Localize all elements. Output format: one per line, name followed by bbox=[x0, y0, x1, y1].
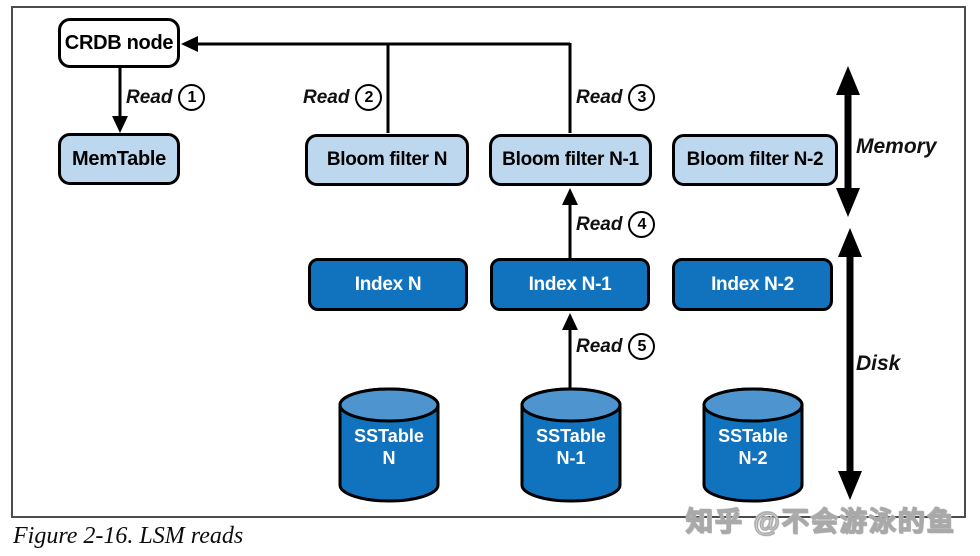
read-1-arrow bbox=[112, 68, 128, 133]
sstable-n1-cylinder: SSTable N-1 bbox=[519, 386, 623, 504]
memtable-box: MemTable bbox=[58, 133, 180, 185]
bloom-filter-n2-box: Bloom filter N-2 bbox=[672, 134, 838, 186]
bloom-filter-n-label: Bloom filter N bbox=[326, 149, 448, 170]
memtable-label: MemTable bbox=[72, 147, 166, 170]
sstable-word: SSTable bbox=[354, 426, 424, 446]
memory-range-arrow bbox=[836, 66, 860, 217]
read-4-label: Read 4 bbox=[576, 211, 656, 238]
index-n2-label: Index N-2 bbox=[711, 273, 794, 295]
sstable-n-label: SSTable N bbox=[337, 426, 441, 469]
sstable-n2-cylinder: SSTable N-2 bbox=[701, 386, 805, 504]
read-2-label: Read 2 bbox=[303, 84, 383, 111]
sstable-n1-label: SSTable N-1 bbox=[519, 426, 623, 469]
read-word: Read bbox=[576, 213, 623, 235]
bloom-filter-n-box: Bloom filter N bbox=[305, 134, 469, 186]
read-3-label: Read 3 bbox=[576, 84, 656, 111]
crdb-node-box: CRDB node bbox=[58, 18, 180, 68]
read-5-step-number: 5 bbox=[628, 333, 656, 360]
bloom-filter-n1-box: Bloom filter N-1 bbox=[489, 134, 652, 186]
index-n-box: Index N bbox=[308, 258, 468, 311]
read-5-arrow bbox=[562, 313, 578, 388]
sstable-number: N-2 bbox=[738, 447, 768, 468]
sstable-number: N bbox=[382, 447, 396, 468]
read-4-arrow bbox=[562, 188, 578, 258]
sstable-word: SSTable bbox=[536, 426, 606, 446]
sstable-number: N-1 bbox=[556, 447, 586, 468]
read-5-label: Read 5 bbox=[576, 333, 656, 360]
zhihu-watermark: 知乎 @不会游泳的鱼 bbox=[685, 506, 956, 537]
memory-region-label: Memory bbox=[856, 135, 937, 158]
read-4-step-number: 4 bbox=[628, 211, 656, 238]
cylinder-shape bbox=[702, 387, 804, 503]
read-trunk-line bbox=[181, 36, 572, 133]
disk-range-arrow bbox=[838, 228, 862, 500]
index-n1-box: Index N-1 bbox=[490, 258, 650, 311]
bloom-filter-n1-label: Bloom filter N-1 bbox=[502, 149, 639, 170]
cylinder-shape bbox=[338, 387, 440, 503]
read-word: Read bbox=[126, 86, 173, 108]
sstable-word: SSTable bbox=[718, 426, 788, 446]
read-2-step-number: 2 bbox=[355, 84, 383, 111]
disk-region-label: Disk bbox=[856, 352, 901, 375]
sstable-n2-label: SSTable N-2 bbox=[701, 426, 805, 469]
read-word: Read bbox=[303, 86, 350, 108]
index-n2-box: Index N-2 bbox=[672, 258, 833, 311]
read-word: Read bbox=[576, 335, 623, 357]
index-n1-label: Index N-1 bbox=[528, 273, 612, 295]
read-1-step-number: 1 bbox=[178, 84, 206, 111]
read-1-label: Read 1 bbox=[126, 84, 206, 111]
cylinder-shape bbox=[520, 387, 622, 503]
crdb-node-label: CRDB node bbox=[64, 31, 174, 54]
index-n-label: Index N bbox=[354, 273, 422, 295]
sstable-n-cylinder: SSTable N bbox=[337, 386, 441, 504]
read-word: Read bbox=[576, 86, 623, 108]
bloom-filter-n2-label: Bloom filter N-2 bbox=[686, 149, 824, 170]
figure-caption: Figure 2-16. LSM reads bbox=[13, 523, 244, 549]
read-3-step-number: 3 bbox=[628, 84, 656, 111]
